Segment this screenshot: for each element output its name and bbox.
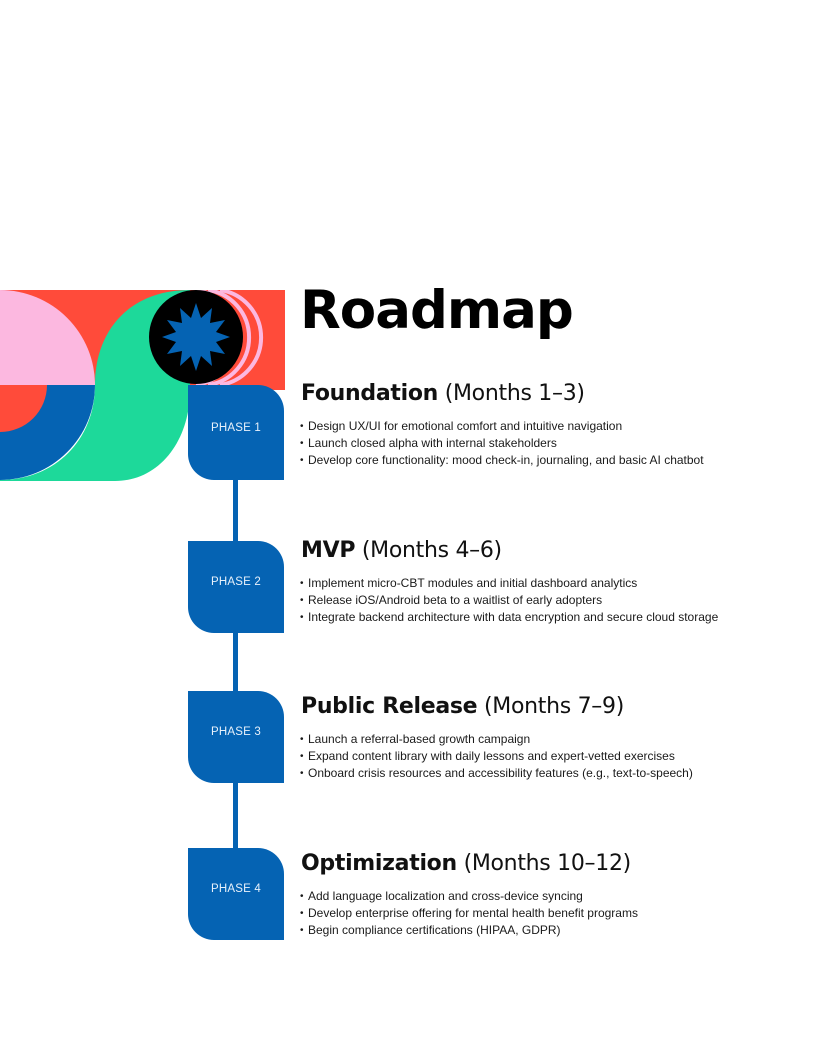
- list-item: Launch closed alpha with internal stakeh…: [300, 435, 761, 452]
- list-item: Design UX/UI for emotional comfort and i…: [300, 418, 761, 435]
- phase-4-label: PHASE 4: [211, 883, 261, 895]
- page-title: Roadmap: [300, 280, 574, 341]
- phase-1-bullets: Design UX/UI for emotional comfort and i…: [300, 418, 761, 469]
- phase-1-heading: Foundation (Months 1–3): [301, 381, 761, 406]
- phase-1-period: (Months 1–3): [444, 381, 585, 406]
- phase-3-name: Public Release: [301, 694, 478, 719]
- phase-1-name: Foundation: [301, 381, 439, 406]
- list-item: Expand content library with daily lesson…: [300, 748, 761, 765]
- phase-2-name: MVP: [301, 538, 356, 563]
- decorative-abstract-graphic: [0, 290, 285, 481]
- phase-4-name: Optimization: [301, 851, 457, 876]
- list-item: Integrate backend architecture with data…: [300, 609, 761, 626]
- phase-4-badge: PHASE 4: [188, 848, 284, 940]
- phase-3-heading: Public Release (Months 7–9): [301, 694, 761, 719]
- list-item: Launch a referral-based growth campaign: [300, 731, 761, 748]
- list-item: Release iOS/Android beta to a waitlist o…: [300, 592, 761, 609]
- timeline-connector: [233, 478, 238, 544]
- timeline-connector: [233, 782, 238, 850]
- phase-1-badge: PHASE 1: [188, 385, 284, 480]
- phase-2-section: MVP (Months 4–6) Implement micro-CBT mod…: [300, 538, 761, 626]
- list-item: Develop core functionality: mood check-i…: [300, 452, 761, 469]
- phase-3-label: PHASE 3: [211, 726, 261, 738]
- phase-1-label: PHASE 1: [211, 421, 261, 434]
- phase-4-section: Optimization (Months 10–12) Add language…: [300, 851, 761, 939]
- phase-4-period: (Months 10–12): [463, 851, 632, 876]
- phase-2-period: (Months 4–6): [361, 538, 502, 563]
- phase-2-label: PHASE 2: [211, 576, 261, 588]
- phase-2-heading: MVP (Months 4–6): [301, 538, 761, 563]
- phase-3-period: (Months 7–9): [484, 694, 624, 719]
- phase-2-badge: PHASE 2: [188, 541, 284, 633]
- phase-3-section: Public Release (Months 7–9) Launch a ref…: [300, 694, 761, 782]
- phase-2-bullets: Implement micro-CBT modules and initial …: [300, 575, 761, 626]
- phase-4-bullets: Add language localization and cross-devi…: [300, 888, 761, 939]
- list-item: Implement micro-CBT modules and initial …: [300, 575, 761, 592]
- list-item: Begin compliance certifications (HIPAA, …: [300, 922, 761, 939]
- phase-4-heading: Optimization (Months 10–12): [301, 851, 761, 876]
- list-item: Add language localization and cross-devi…: [300, 888, 761, 905]
- list-item: Onboard crisis resources and accessibili…: [300, 765, 761, 782]
- timeline-connector: [233, 632, 238, 694]
- phase-3-badge: PHASE 3: [188, 691, 284, 783]
- list-item: Develop enterprise offering for mental h…: [300, 905, 761, 922]
- phase-1-section: Foundation (Months 1–3) Design UX/UI for…: [300, 381, 761, 469]
- phase-3-bullets: Launch a referral-based growth campaign …: [300, 731, 761, 782]
